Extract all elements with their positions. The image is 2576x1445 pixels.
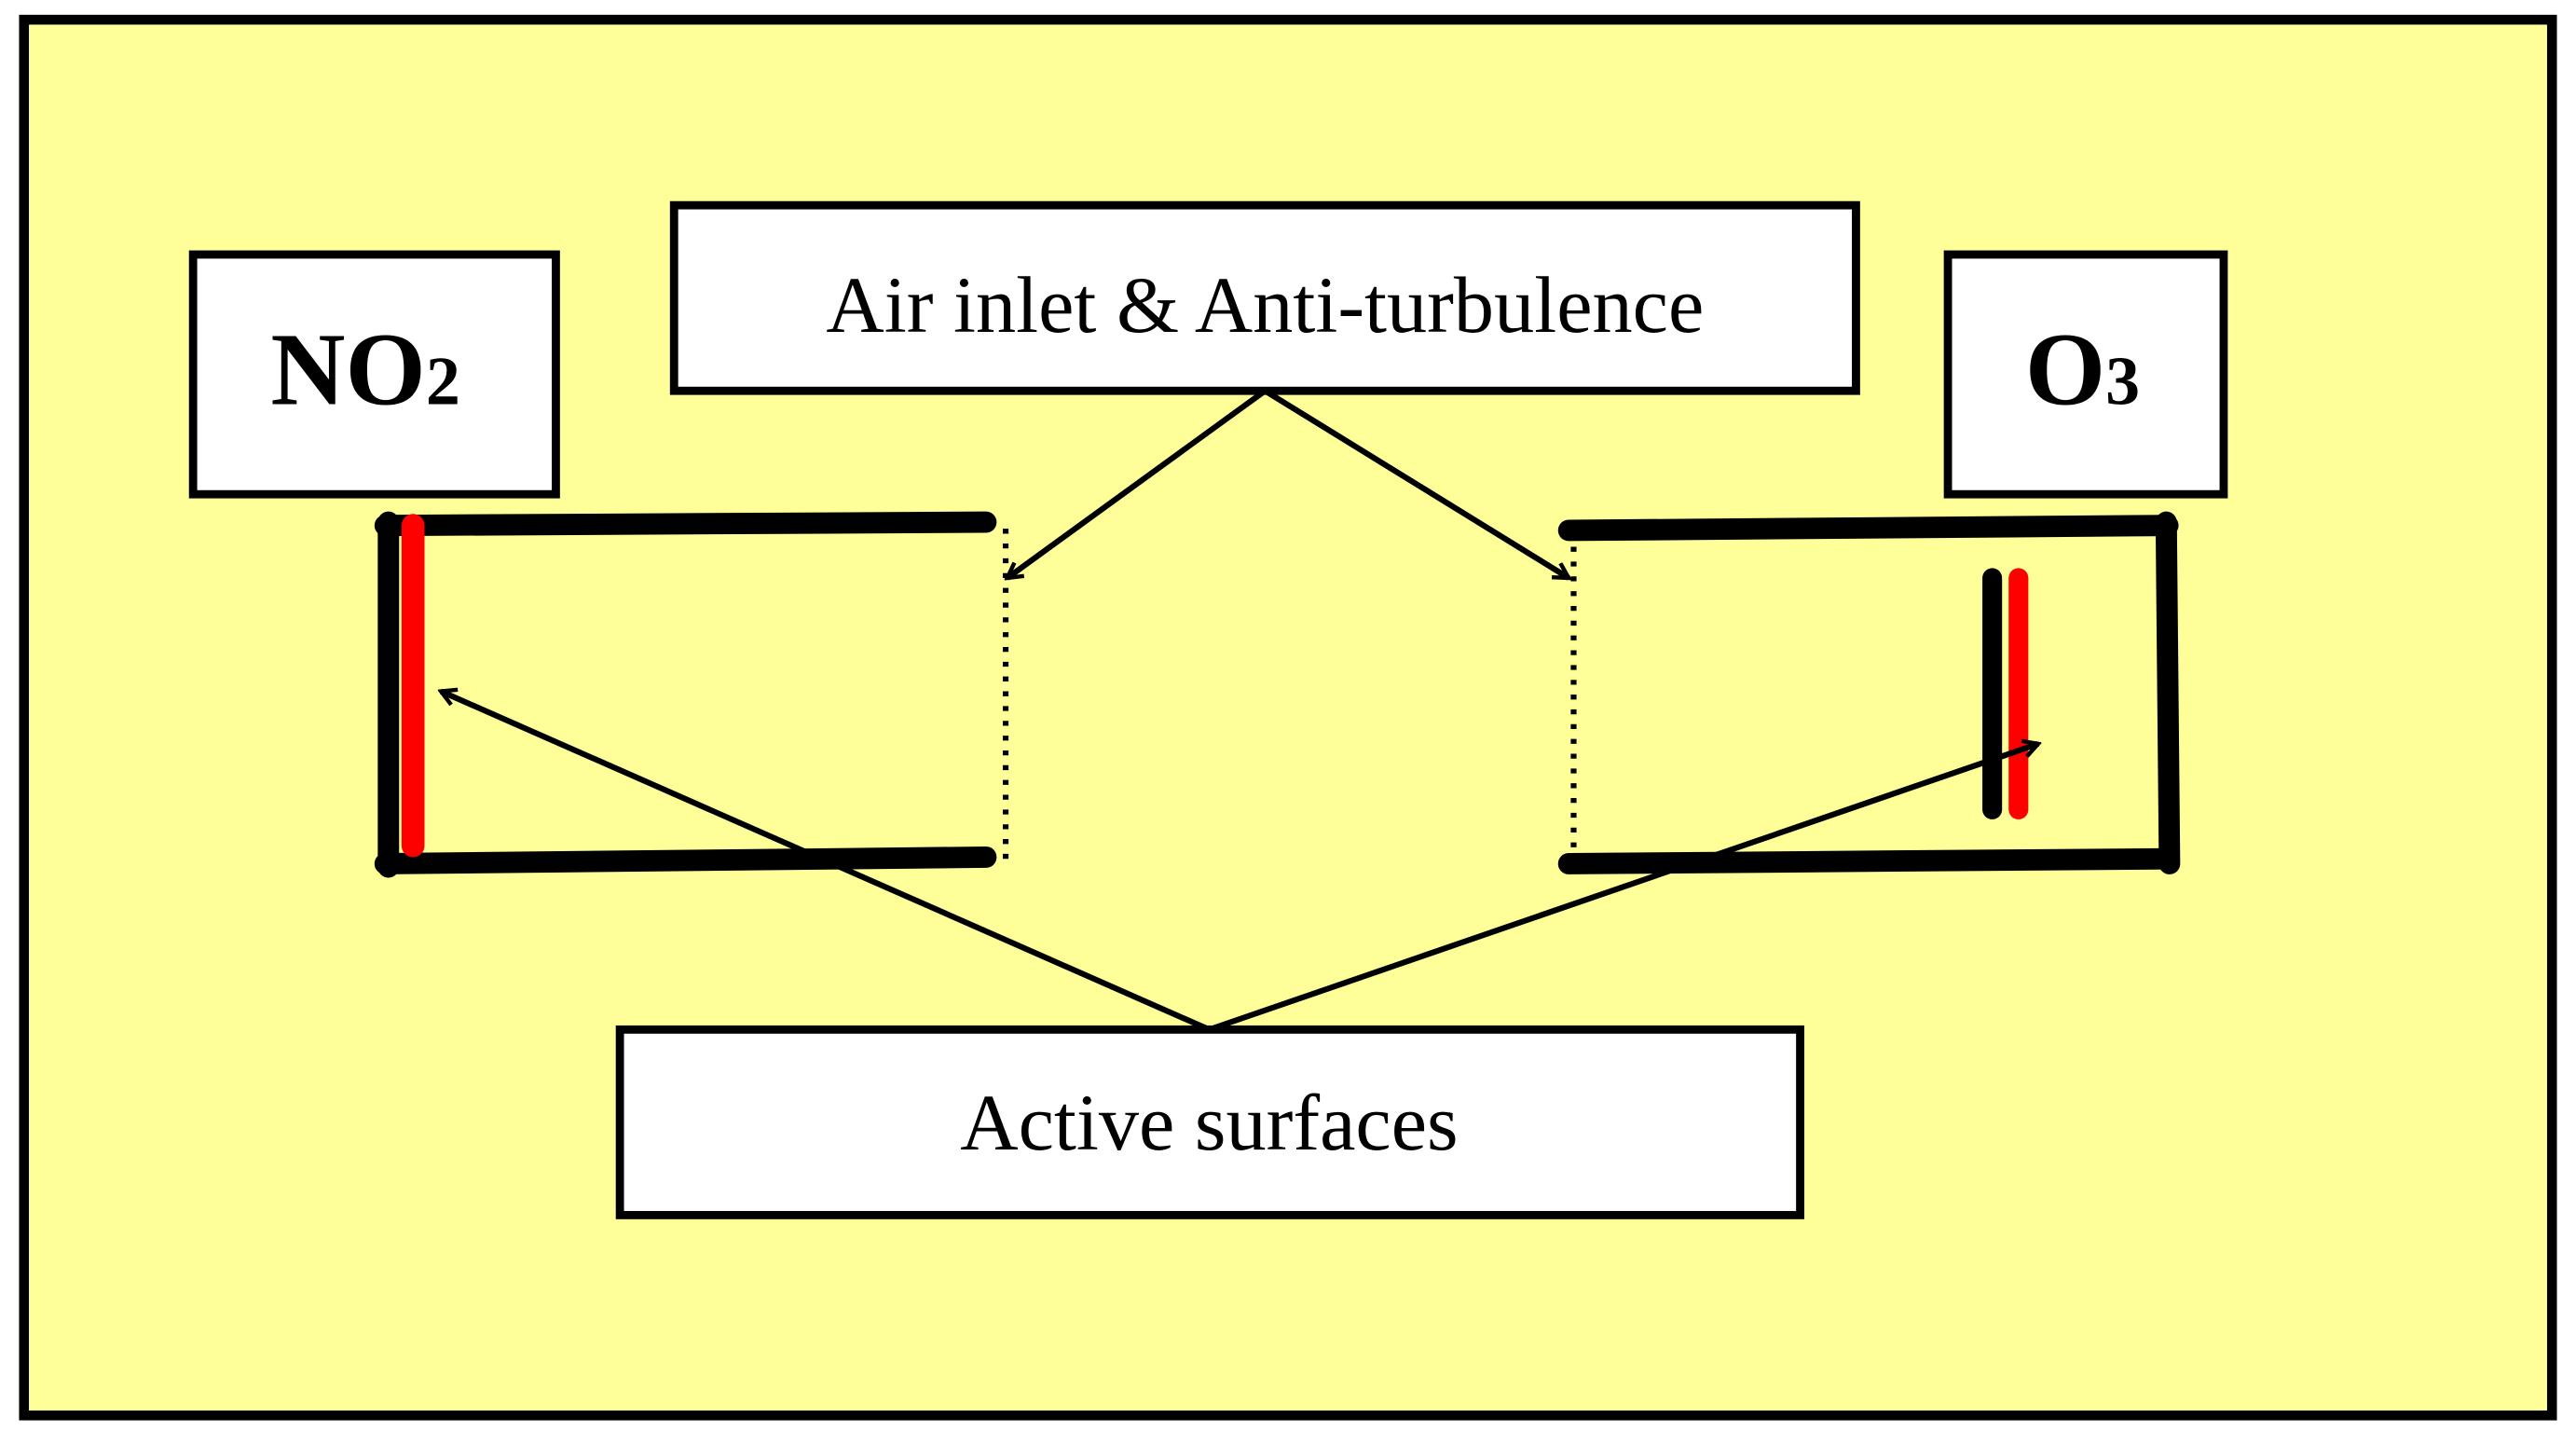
no2-label-subscript: 2: [426, 343, 460, 420]
no2-label-box: NO2: [188, 250, 560, 499]
active-surface-arrow-left: [441, 692, 1211, 1033]
no2-sampler-tube: [374, 511, 1009, 878]
active-surface-arrow-right: [1208, 744, 2037, 1033]
o3-tube-top-wall: [1557, 515, 2179, 542]
o3-sampler-tube: [1557, 511, 2181, 874]
active-surfaces-label-box: Active surfaces: [615, 1025, 1804, 1219]
o3-label-box: O3: [1943, 250, 2228, 499]
active-surfaces-label: Active surfaces: [960, 1078, 1458, 1167]
air-inlet-arrow-left: [1007, 388, 1267, 578]
air-inlet-arrow-right: [1263, 388, 1569, 581]
air-inlet-label-box: Air inlet & Anti-turbulence: [669, 200, 1860, 395]
o3-label: O3: [2025, 312, 2140, 427]
o3-tube-bottom-wall: [1557, 847, 2179, 874]
no2-tube-bottom-wall: [374, 846, 997, 874]
no2-label: NO2: [270, 312, 459, 427]
air-inlet-label: Air inlet & Anti-turbulence: [826, 260, 1704, 350]
no2-tube-top-wall: [374, 511, 997, 537]
o3-tube-back-wall: [2155, 511, 2181, 874]
o3-label-subscript: 3: [2105, 343, 2140, 420]
no2-label-main: NO: [270, 312, 425, 427]
o3-label-main: O: [2025, 312, 2105, 427]
